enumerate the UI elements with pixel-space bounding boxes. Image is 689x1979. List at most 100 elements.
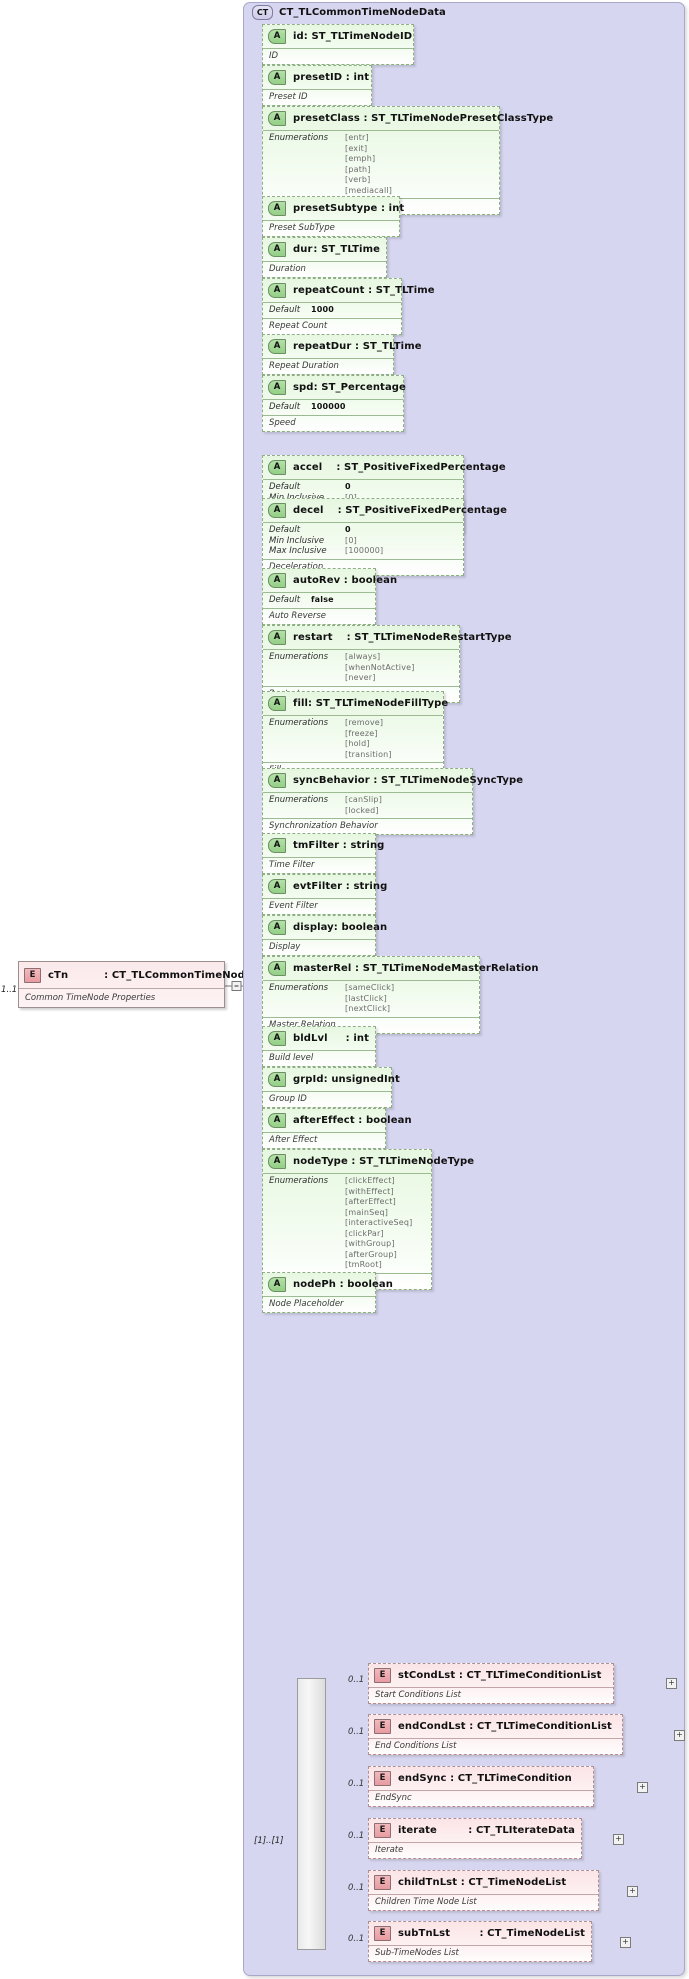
- element-card-stcondlst[interactable]: E stCondLst : CT_TLTimeConditionList Sta…: [368, 1663, 614, 1704]
- element-card-childtnlst[interactable]: E childTnLst : CT_TimeNodeList Children …: [368, 1870, 599, 1911]
- attribute-card-nodeph[interactable]: A nodePh : boolean Node Placeholder: [262, 1272, 393, 1313]
- expand-button-endsync[interactable]: +: [637, 1782, 648, 1793]
- attribute-description-row: Deceleration: [263, 558, 463, 575]
- attribute-card-repeatcount[interactable]: A repeatCount : ST_TLTime Default 1000 R…: [262, 278, 435, 335]
- element-description-row: End Conditions List: [369, 1738, 622, 1754]
- element-name: endSync: [398, 1773, 447, 1784]
- attribute-card-restart[interactable]: A restart : ST_TLTimeNodeRestartType Enu…: [262, 625, 512, 703]
- attribute-name: autoRev: [293, 575, 341, 586]
- attribute-header: A dur : ST_TLTime: [263, 238, 386, 261]
- attribute-icon: A: [268, 879, 286, 894]
- attribute-description: Repeat Count: [269, 320, 328, 331]
- attribute-description-row: Build level: [263, 1050, 375, 1066]
- attribute-description-row: Preset SubType: [263, 220, 399, 236]
- attribute-description: ID: [269, 51, 279, 61]
- attribute-description-row: Group ID: [263, 1091, 391, 1107]
- facet-value: false: [311, 595, 334, 604]
- attribute-card-dur[interactable]: A dur : ST_TLTime Duration: [262, 237, 387, 278]
- root-element-header: E cTn : CT_TLCommonTimeNodeData: [19, 962, 279, 988]
- attribute-card-presetsubtype[interactable]: A presetSubtype : int Preset SubType: [262, 196, 404, 237]
- attribute-card-nodetype[interactable]: A nodeType : ST_TLTimeNodeType Enumerati…: [262, 1149, 474, 1290]
- attribute-facets: Enumerations [remove] [freeze] [hold] [t…: [263, 715, 443, 762]
- element-header: E stCondLst : CT_TLTimeConditionList: [369, 1664, 613, 1687]
- facet-label: Default: [269, 305, 301, 315]
- attribute-icon: A: [268, 920, 286, 935]
- attribute-description-row: Repeat Count: [263, 317, 401, 334]
- attribute-name: repeatDur: [293, 341, 352, 352]
- attribute-description-row: Duration: [263, 261, 386, 277]
- element-description: End Conditions List: [375, 1741, 457, 1751]
- attribute-icon: A: [268, 573, 286, 588]
- attribute-icon: A: [268, 838, 286, 853]
- element-icon: E: [374, 1875, 391, 1890]
- attribute-card-decel[interactable]: A decel : ST_PositiveFixedPercentage Def…: [262, 498, 507, 576]
- attribute-card-presetid[interactable]: A presetID : int Preset ID: [262, 65, 372, 106]
- element-header: E subTnLst : CT_TimeNodeList: [369, 1922, 591, 1945]
- attribute-description-row: Auto Reverse: [263, 607, 375, 624]
- attribute-name: presetSubtype: [293, 203, 378, 214]
- expand-button-iterate[interactable]: +: [613, 1834, 624, 1845]
- element-type: CT_TLTimeConditionList: [476, 1721, 612, 1732]
- facet-label: Min Inclusive: [269, 535, 325, 546]
- attribute-name: masterRel: [293, 963, 352, 974]
- element-name: subTnLst: [398, 1928, 451, 1939]
- element-occurrence: 0..1: [348, 1779, 365, 1789]
- facet-value: 1000: [311, 305, 335, 314]
- expand-button-stcondlst[interactable]: +: [666, 1678, 677, 1689]
- attribute-name: display: [293, 922, 334, 933]
- attribute-card-tmfilter[interactable]: A tmFilter : string Time Filter: [262, 833, 384, 874]
- attribute-card-aftereffect[interactable]: A afterEffect : boolean After Effect: [262, 1108, 412, 1149]
- attribute-card-syncbehavior[interactable]: A syncBehavior : ST_TLTimeNodeSyncType E…: [262, 768, 523, 835]
- attribute-icon: A: [268, 630, 286, 645]
- facet-label: Enumerations: [269, 718, 329, 728]
- attribute-card-masterrel[interactable]: A masterRel : ST_TLTimeNodeMasterRelatio…: [262, 956, 539, 1034]
- expand-button-endcondlst[interactable]: +: [674, 1730, 685, 1741]
- element-card-subtnlst[interactable]: E subTnLst : CT_TimeNodeList Sub-TimeNod…: [368, 1921, 592, 1962]
- attribute-card-spd[interactable]: A spd : ST_Percentage Default 100000 Spe…: [262, 375, 406, 432]
- attribute-card-repeatdur[interactable]: A repeatDur : ST_TLTime Repeat Duration: [262, 334, 422, 375]
- attribute-description: Node Placeholder: [269, 1299, 344, 1309]
- element-card-endcondlst[interactable]: E endCondLst : CT_TLTimeConditionList En…: [368, 1714, 623, 1755]
- attribute-header: A nodeType : ST_TLTimeNodeType: [263, 1150, 474, 1173]
- attribute-icon: A: [268, 1113, 286, 1128]
- attribute-name: repeatCount: [293, 285, 365, 296]
- attribute-card-display[interactable]: A display : boolean Display: [262, 915, 387, 956]
- attribute-name: afterEffect: [293, 1115, 355, 1126]
- sequence-occurrence: [1]..[1]: [254, 1836, 284, 1846]
- attribute-icon: A: [268, 1154, 286, 1169]
- element-card-iterate[interactable]: E iterate : CT_TLIterateData Iterate: [368, 1818, 582, 1859]
- attribute-icon: A: [268, 283, 286, 298]
- element-occurrence: 0..1: [348, 1727, 365, 1737]
- element-description: Children Time Node List: [375, 1897, 477, 1907]
- complextype-title-row: CT CT_TLCommonTimeNodeData: [252, 5, 446, 20]
- attribute-card-fill[interactable]: A fill : ST_TLTimeNodeFillType Enumerati…: [262, 691, 448, 779]
- expand-button-subtnlst[interactable]: +: [620, 1937, 631, 1948]
- attribute-card-id[interactable]: A id : ST_TLTimeNodeID ID: [262, 24, 414, 65]
- attribute-header: A decel : ST_PositiveFixedPercentage: [263, 499, 507, 522]
- element-card-endsync[interactable]: E endSync : CT_TLTimeCondition EndSync: [368, 1766, 594, 1807]
- attribute-icon: A: [268, 29, 286, 44]
- attribute-card-evtfilter[interactable]: A evtFilter : string Event Filter: [262, 874, 387, 915]
- attribute-facets: Enumerations [clickEffect] [withEffect] …: [263, 1173, 431, 1273]
- facet-values: [entr] [exit] [emph] [path] [verb] [medi…: [345, 133, 393, 195]
- root-element-card[interactable]: E cTn : CT_TLCommonTimeNodeData Common T…: [18, 961, 279, 1008]
- attribute-card-autorev[interactable]: A autoRev : boolean Default false Auto R…: [262, 568, 397, 625]
- attribute-header: A fill : ST_TLTimeNodeFillType: [263, 692, 448, 715]
- attribute-header: A afterEffect : boolean: [263, 1109, 412, 1132]
- attribute-header: A repeatDur : ST_TLTime: [263, 335, 422, 358]
- attribute-card-bldlvl[interactable]: A bldLvl : int Build level: [262, 1026, 376, 1067]
- attribute-card-grpid[interactable]: A grpId : unsignedInt Group ID: [262, 1067, 400, 1108]
- element-header: E iterate : CT_TLIterateData: [369, 1819, 581, 1842]
- facet-label: Default: [269, 402, 301, 412]
- attribute-icon: A: [268, 242, 286, 257]
- attribute-description-row: Synchronization Behavior: [263, 818, 472, 834]
- attribute-name: presetClass: [293, 113, 360, 124]
- attribute-name: presetID: [293, 72, 343, 83]
- attribute-name: bldLvl: [293, 1033, 328, 1044]
- attribute-type: boolean: [347, 1279, 393, 1290]
- attribute-type: ST_Percentage: [321, 382, 406, 393]
- attribute-icon: A: [268, 380, 286, 395]
- element-header: E endCondLst : CT_TLTimeConditionList: [369, 1715, 622, 1738]
- expand-button-childtnlst[interactable]: +: [627, 1886, 638, 1897]
